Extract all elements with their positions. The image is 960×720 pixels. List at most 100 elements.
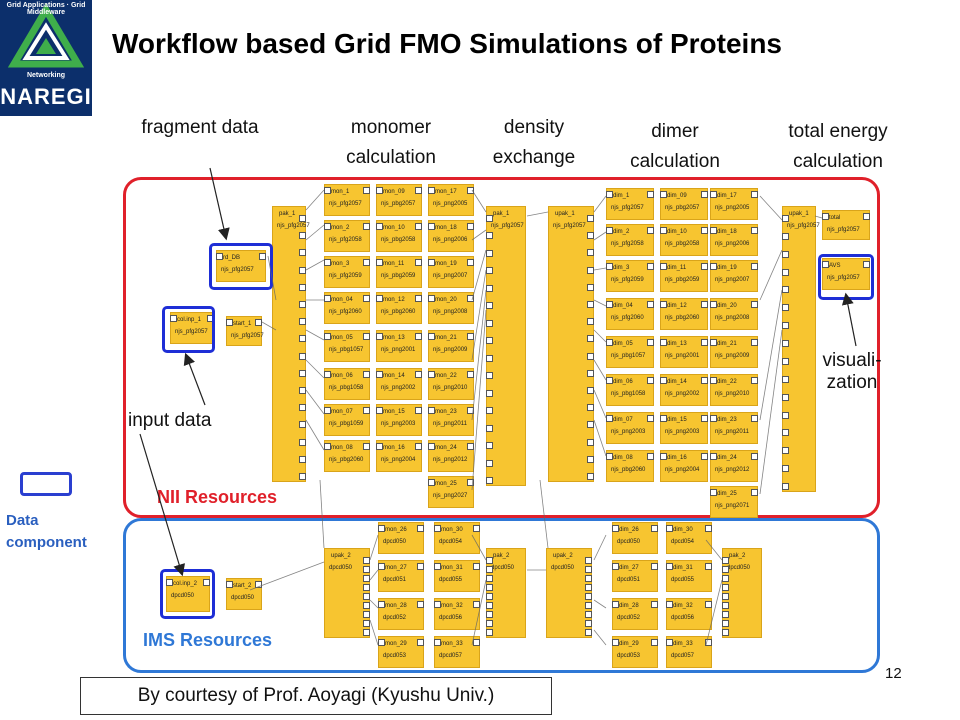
node-upak-1-port bbox=[587, 318, 594, 326]
node-dim-14-title: dim_14 bbox=[667, 379, 687, 385]
node-dim-08-title: dim_08 bbox=[613, 455, 633, 461]
node-dim-20-in-port bbox=[710, 301, 717, 308]
node-upak-1-port bbox=[587, 404, 594, 412]
node-upak-1b-port bbox=[782, 250, 789, 258]
node-dim-11-title: dim_11 bbox=[667, 265, 687, 271]
node-pak-2-port bbox=[486, 575, 493, 582]
node-mon-18-sub: njs_png2006 bbox=[433, 237, 468, 243]
node-mon-21-title: mon_21 bbox=[435, 335, 457, 341]
node-dim-31-out-port bbox=[705, 563, 712, 570]
node-dim-28-title: dim_28 bbox=[619, 603, 639, 609]
node-upak-1b-port bbox=[782, 232, 789, 240]
node-pak-1-title: pak_1 bbox=[279, 211, 296, 217]
node-pak-2b-port bbox=[722, 584, 729, 591]
arrow-input-data-2 bbox=[139, 433, 185, 577]
node-dim-12-in-port bbox=[660, 301, 667, 308]
input-data-label: input data bbox=[128, 410, 212, 431]
node-upak-1b-title: upak_1 bbox=[789, 211, 809, 217]
node-mon-16-title: mon_16 bbox=[383, 445, 405, 451]
node-pak-1-sub: njs_pfg2057 bbox=[277, 223, 310, 229]
node-pak-2b-port bbox=[722, 575, 729, 582]
node-start-1-in-port bbox=[226, 319, 233, 326]
node-mon-22-title: mon_22 bbox=[435, 373, 457, 379]
node-upak-1-sub: njs_pfg2057 bbox=[553, 223, 586, 229]
node-pak-1-port bbox=[299, 473, 306, 480]
node-pak-1-port bbox=[299, 369, 306, 377]
node-dim-31-sub: dpcd055 bbox=[671, 577, 695, 583]
node-start-2-out-port bbox=[255, 581, 262, 588]
legend-data-component-swatch bbox=[20, 472, 72, 496]
node-mon-1-out-port bbox=[363, 187, 370, 194]
node-mon-29-sub: dpcd053 bbox=[383, 653, 407, 659]
node-pak-2b-port bbox=[722, 611, 729, 618]
label-monomer: monomer calculation bbox=[346, 117, 436, 168]
node-pak-1-port bbox=[299, 266, 306, 274]
node-upak-1b-port bbox=[782, 268, 789, 276]
node-mon-26-in-port bbox=[378, 525, 385, 532]
node-mon-21-out-port bbox=[467, 333, 474, 340]
naregi-logo: Grid Applications · Grid Middleware Netw… bbox=[0, 0, 92, 116]
node-dim-05-title: dim_05 bbox=[613, 341, 633, 347]
node-dim-14-in-port bbox=[660, 377, 667, 384]
node-pak-1b-title: pak_1 bbox=[493, 211, 510, 217]
node-upak-1-port bbox=[587, 283, 594, 291]
highlight-col-inp-2 bbox=[160, 569, 215, 619]
node-mon-30-title: mon_30 bbox=[441, 527, 463, 533]
node-mon-27-title: mon_27 bbox=[385, 565, 407, 571]
node-start-1-out-port bbox=[255, 319, 262, 326]
node-mon-07-in-port bbox=[324, 407, 331, 414]
label-density: density exchange bbox=[492, 117, 576, 168]
node-dim-25-sub: njs_png2071 bbox=[715, 503, 750, 509]
node-dim-25-in-port bbox=[710, 489, 717, 496]
node-upak-2-port bbox=[363, 557, 370, 564]
node-upak-1-port bbox=[587, 249, 594, 257]
node-pak-2-port bbox=[486, 584, 493, 591]
node-mon-27-in-port bbox=[378, 563, 385, 570]
node-col-inp-2-in-port bbox=[166, 579, 173, 586]
slide-title: Workflow based Grid FMO Simulations of P… bbox=[112, 28, 782, 59]
node-mon-11-out-port bbox=[415, 259, 422, 266]
label-total-energy: total energy calculation bbox=[788, 121, 888, 172]
node-pak-1b-port bbox=[486, 372, 493, 380]
node-mon-18-title: mon_18 bbox=[435, 225, 457, 231]
node-upak-1-port bbox=[587, 421, 594, 429]
node-upak-2b-port bbox=[585, 611, 592, 618]
node-dim-07-out-port bbox=[647, 415, 654, 422]
node-mon-18-out-port bbox=[467, 223, 474, 230]
node-upak-2b-port bbox=[585, 566, 592, 573]
node-mon-23-title: mon_23 bbox=[435, 409, 457, 415]
node-pak-2-title: pak_2 bbox=[493, 553, 510, 559]
node-dim-04-sub: njs_pfg2060 bbox=[611, 315, 644, 321]
logo-emblem-icon bbox=[7, 3, 85, 68]
node-dim-07-in-port bbox=[606, 415, 613, 422]
node-mon-13-out-port bbox=[415, 333, 422, 340]
node-pak-2b-title: pak_2 bbox=[729, 553, 746, 559]
node-mon-28-sub: dpcd052 bbox=[383, 615, 407, 621]
node-mon-1-sub: njs_pfg2057 bbox=[329, 201, 362, 207]
node-dim-24-sub: njs_png2012 bbox=[715, 467, 750, 473]
node-mon-30-sub: dpcd054 bbox=[439, 539, 463, 545]
node-mon-12-title: mon_12 bbox=[383, 297, 405, 303]
node-dim-10-in-port bbox=[660, 227, 667, 234]
node-start-1-title: start_1 bbox=[233, 321, 252, 327]
node-mon-24-out-port bbox=[467, 443, 474, 450]
node-pak-1b-port bbox=[486, 337, 493, 345]
node-pak-2-port bbox=[486, 557, 493, 564]
ims-resources-region bbox=[123, 518, 880, 673]
node-avs-out-port bbox=[863, 261, 870, 268]
node-upak-1-port bbox=[587, 301, 594, 308]
